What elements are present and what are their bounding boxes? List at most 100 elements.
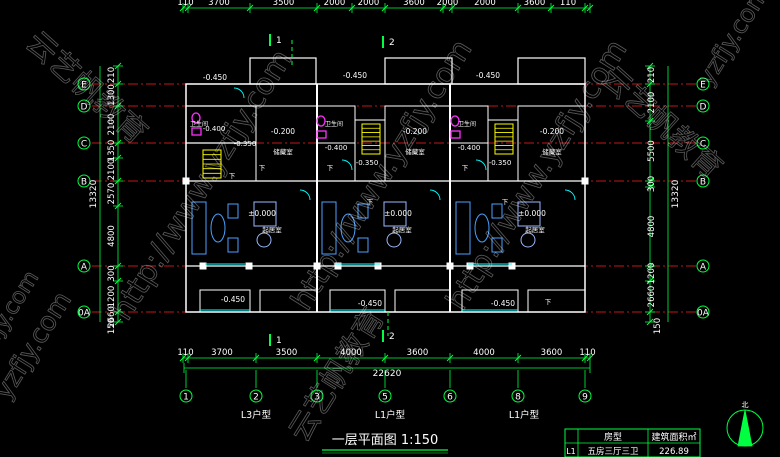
- room-toilet: 卫生间: [458, 120, 476, 128]
- elevation-label: ±0.000: [248, 209, 276, 218]
- axis-bubble-right: [696, 99, 710, 113]
- section-mark-number: 1: [276, 36, 282, 46]
- dim-bottom-text: 3600: [407, 348, 429, 358]
- elevation-label: -0.450: [358, 299, 382, 308]
- room-wall: [517, 105, 586, 182]
- elevation-label: -0.450: [476, 71, 500, 80]
- armchair: [227, 237, 239, 253]
- room-storage: 储藏室: [542, 147, 562, 156]
- table-row-type: 五房三厅三卫: [587, 446, 639, 457]
- dim-left-slash: [114, 202, 122, 210]
- stair-down-label: 下: [327, 164, 334, 172]
- axis-label-right: 0A: [697, 309, 710, 319]
- elevation-label: -0.200: [271, 127, 295, 136]
- dim-top-slash: [547, 4, 555, 12]
- dim-right-text: 2100: [647, 92, 657, 114]
- elevation-label: -0.200: [540, 127, 564, 136]
- dim-bottom-slash: [446, 354, 454, 362]
- terrace: [394, 289, 451, 313]
- elevation-label: -0.350: [234, 140, 257, 148]
- axis-label-right: A: [700, 263, 707, 273]
- sofa: [455, 201, 471, 255]
- dim-top-text: 3700: [208, 0, 230, 8]
- dim-right-text: 150: [653, 318, 663, 334]
- axis-bubble-right: [696, 305, 710, 319]
- axis-label-left: 0A: [78, 309, 91, 319]
- armchair: [357, 203, 369, 219]
- sink-fixture: [450, 130, 461, 139]
- drawing-title: 一层平面图 1:150: [332, 433, 439, 448]
- dim-left-text: 1350: [107, 140, 117, 162]
- dim-left-slash: [114, 139, 122, 147]
- dim-top-slash: [581, 4, 589, 12]
- dim-top-slash: [348, 4, 356, 12]
- dim-left-text: 1200: [107, 286, 117, 308]
- stair-outline: [494, 123, 514, 155]
- axis-bubble-bottom: [310, 389, 324, 403]
- axis-label-left: A: [81, 263, 88, 273]
- dim-bottom-slash: [514, 354, 522, 362]
- column-post: [334, 262, 342, 270]
- dim-left-text: 2100: [107, 114, 117, 136]
- dim-left-slash: [114, 277, 122, 285]
- elevation-label: -0.400: [458, 144, 481, 152]
- section-mark-number: 2: [389, 38, 395, 48]
- dim-left-text: 210: [107, 67, 117, 83]
- axis-label-bottom: 9: [582, 393, 588, 403]
- coffee-table: [210, 213, 226, 243]
- piano: [253, 201, 277, 227]
- axis-bubble-right: [696, 259, 710, 273]
- dim-right-text: 5500: [647, 140, 657, 162]
- labels: -0.450-0.450-0.450-0.450-0.450-0.450-0.2…: [190, 34, 764, 457]
- stair-down-label: 下: [462, 164, 469, 172]
- axis-bubble-left: [77, 99, 91, 113]
- dim-top-text: 3500: [273, 0, 295, 8]
- north-label: 北: [742, 401, 749, 409]
- armchair: [491, 203, 503, 219]
- walls: [182, 57, 589, 313]
- dim-right-slash: [646, 177, 654, 185]
- axis-bubble-left: [77, 77, 91, 91]
- table-header-type: 房型: [604, 431, 622, 443]
- toilet-fixture: [450, 115, 460, 127]
- stair-down-label: 下: [259, 164, 266, 172]
- dim-bottom-slash: [586, 354, 594, 362]
- room-storage: 储藏室: [405, 147, 425, 156]
- axis-bubble-right: [696, 174, 710, 188]
- axis-label-bottom: 5: [382, 393, 388, 403]
- sink-fixture: [191, 127, 202, 136]
- dim-right-text: 2660: [647, 286, 657, 308]
- axis-label-bottom: 8: [515, 393, 521, 403]
- unit-type-label: L1户型: [375, 409, 406, 421]
- piano: [383, 201, 407, 227]
- column-post: [374, 262, 382, 270]
- axis-label-bottom: 2: [253, 393, 259, 403]
- dim-right-slash: [646, 80, 654, 88]
- column-post: [182, 177, 190, 185]
- dim-right-slash: [646, 262, 654, 270]
- dim-right-slash: [646, 318, 654, 326]
- dim-right-text: 4800: [647, 216, 657, 238]
- dim-top-slash: [313, 4, 321, 12]
- table-header-area: 建筑面积㎡: [651, 431, 696, 443]
- door-swing: [429, 189, 441, 201]
- dim-left-slash: [114, 102, 122, 110]
- dim-left-slash: [114, 318, 122, 326]
- dim-top-slash: [179, 4, 187, 12]
- watermark-brand: 云艺帆教育: [19, 25, 154, 151]
- sofa: [191, 201, 207, 255]
- dim-right-slash: [646, 277, 654, 285]
- dim-left-slash: [114, 177, 122, 185]
- piano: [517, 201, 541, 227]
- dim-top-text: 2000: [474, 0, 496, 8]
- dim-left-slash: [114, 308, 122, 316]
- door-swing: [299, 189, 311, 201]
- terrace: [461, 289, 519, 313]
- dim-bottom-text: 3500: [276, 348, 298, 358]
- dim-bottom-slash: [252, 354, 260, 362]
- room-wall: [255, 105, 318, 182]
- axis-bubble-right: [696, 77, 710, 91]
- axis-bubble-bottom: [378, 389, 392, 403]
- dim-bottom-slash: [313, 354, 321, 362]
